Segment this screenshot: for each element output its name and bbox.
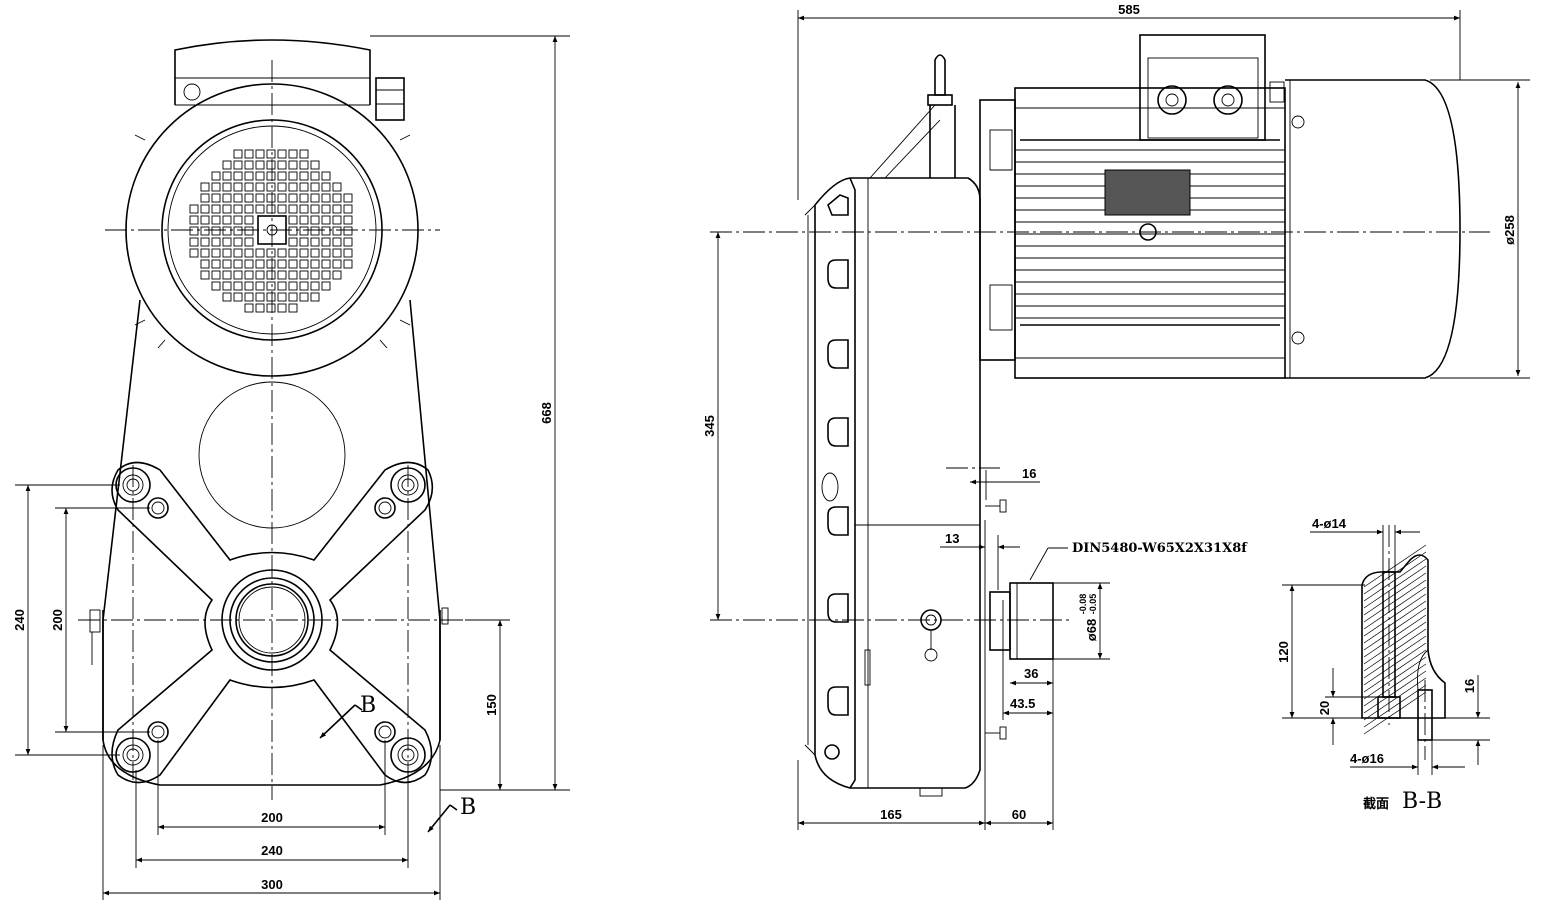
motor-body: [1014, 87, 1286, 379]
dim-overall-height: 668: [539, 402, 554, 424]
dim-165: 165: [880, 807, 902, 822]
dim-shaft-tol-lower: -0.05: [1088, 594, 1098, 615]
dim-20: 20: [1317, 701, 1332, 715]
dim-120: 120: [1276, 641, 1291, 663]
dim-h300: 300: [261, 877, 283, 892]
terminal-box: [174, 39, 371, 105]
section-mark-bottom: B: [460, 795, 476, 820]
gear-housing-outline: [102, 299, 441, 786]
dim-shaft-tol-upper: -0.08: [1078, 594, 1088, 615]
output-shaft: [1009, 582, 1054, 660]
dim-36: 36: [1024, 666, 1038, 681]
dim-60: 60: [1012, 807, 1026, 822]
dim-shaft-dia: ø68: [1084, 619, 1099, 641]
motor-terminal-box: [1139, 34, 1266, 141]
dim-43-5: 43.5: [1010, 696, 1035, 711]
side-view: 585 ø258 345 16 13 DIN5480-W65X2X31X8f ø…: [702, 2, 1530, 830]
dim-h240: 240: [261, 843, 283, 858]
dim-16-section: 16: [1462, 679, 1477, 693]
motor-fins: [134, 134, 411, 349]
housing-lugs: [824, 194, 849, 760]
section-view: 4-ø14 120 20 16 4-ø16 截面 B-B: [1276, 516, 1490, 814]
dim-motor-dia: ø258: [1502, 215, 1517, 245]
dim-h200: 200: [261, 810, 283, 825]
dim-v240: 240: [12, 609, 27, 631]
fan-grille: [189, 149, 353, 313]
section-mark-top: B: [360, 693, 376, 718]
dim-holes-bottom: 4-ø16: [1350, 751, 1384, 766]
front-view: 668 150 240 200 200 240 300 B B: [12, 35, 570, 900]
gearbox-body: [814, 177, 981, 789]
dim-150: 150: [484, 694, 499, 716]
nameplate: [1104, 169, 1191, 216]
fan-cowl: [1285, 79, 1461, 379]
section-caption-cn: 截面: [1363, 796, 1389, 812]
dim-v200: 200: [50, 609, 65, 631]
dim-holes-top: 4-ø14: [1312, 516, 1347, 531]
breather: [934, 54, 946, 96]
spline-note: DIN5480-W65X2X31X8f: [1072, 541, 1248, 556]
section-caption-name: B-B: [1402, 789, 1442, 814]
motor-cooling-fins: [1015, 139, 1285, 326]
cable-gland: [375, 77, 405, 121]
dim-16: 16: [1022, 466, 1036, 481]
dim-13: 13: [945, 531, 959, 546]
mounting-flange: [111, 461, 434, 784]
dim-overall-length: 585: [1118, 2, 1140, 17]
dim-center-height: 345: [702, 415, 717, 437]
